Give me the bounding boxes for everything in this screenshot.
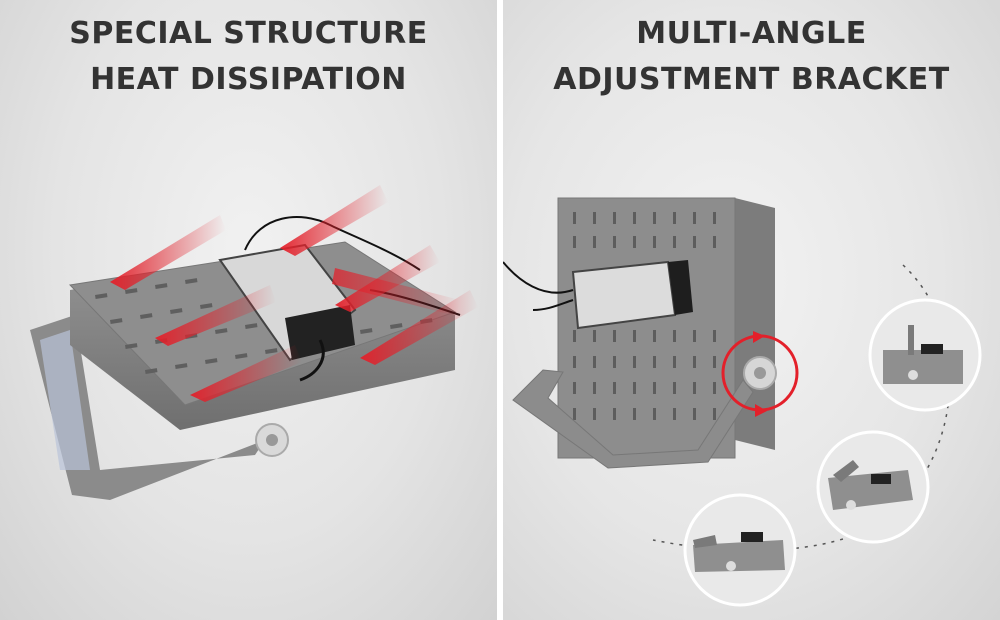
- floodlight-heatsink-illustration: [30, 185, 478, 500]
- angle-thumbnail-tilted: [816, 430, 930, 544]
- right-title-line1: MULTI-ANGLE: [636, 16, 867, 51]
- u-bracket: [512, 369, 754, 469]
- heat-arrow: [280, 185, 388, 256]
- adjustment-bracket-panel: MULTI-ANGLE ADJUSTMENT BRACKET: [503, 0, 1000, 620]
- angle-thumbnail-flat: [683, 493, 797, 607]
- heat-arrow: [332, 268, 460, 316]
- rotation-arrow-icon: [755, 404, 767, 417]
- fin-slots: [95, 278, 433, 374]
- fin-slots: [573, 212, 716, 420]
- driver-end-cap: [285, 305, 355, 360]
- heat-arrow: [190, 345, 302, 402]
- angle-thumbnail-vertical: [868, 298, 982, 412]
- floodlight-bracket-illustration: [503, 197, 982, 607]
- left-title-line2: HEAT DISSIPATION: [90, 62, 407, 97]
- lens-reflection: [40, 330, 90, 470]
- left-title-line1: SPECIAL STRUCTURE: [69, 16, 428, 51]
- housing-back: [557, 197, 736, 459]
- heat-dissipation-panel: SPECIAL STRUCTURE HEAT DISSIPATION: [0, 0, 497, 620]
- heat-arrow: [110, 215, 226, 290]
- heat-arrow: [155, 285, 276, 346]
- heat-flow-arrows: [110, 185, 478, 402]
- driver-end-cap: [668, 260, 693, 315]
- right-title-line2: ADJUSTMENT BRACKET: [553, 62, 950, 97]
- power-cable: [503, 261, 574, 294]
- rotation-arrow-icon: [753, 331, 765, 343]
- bracket-arm: [30, 315, 265, 500]
- heat-arrow: [335, 245, 440, 312]
